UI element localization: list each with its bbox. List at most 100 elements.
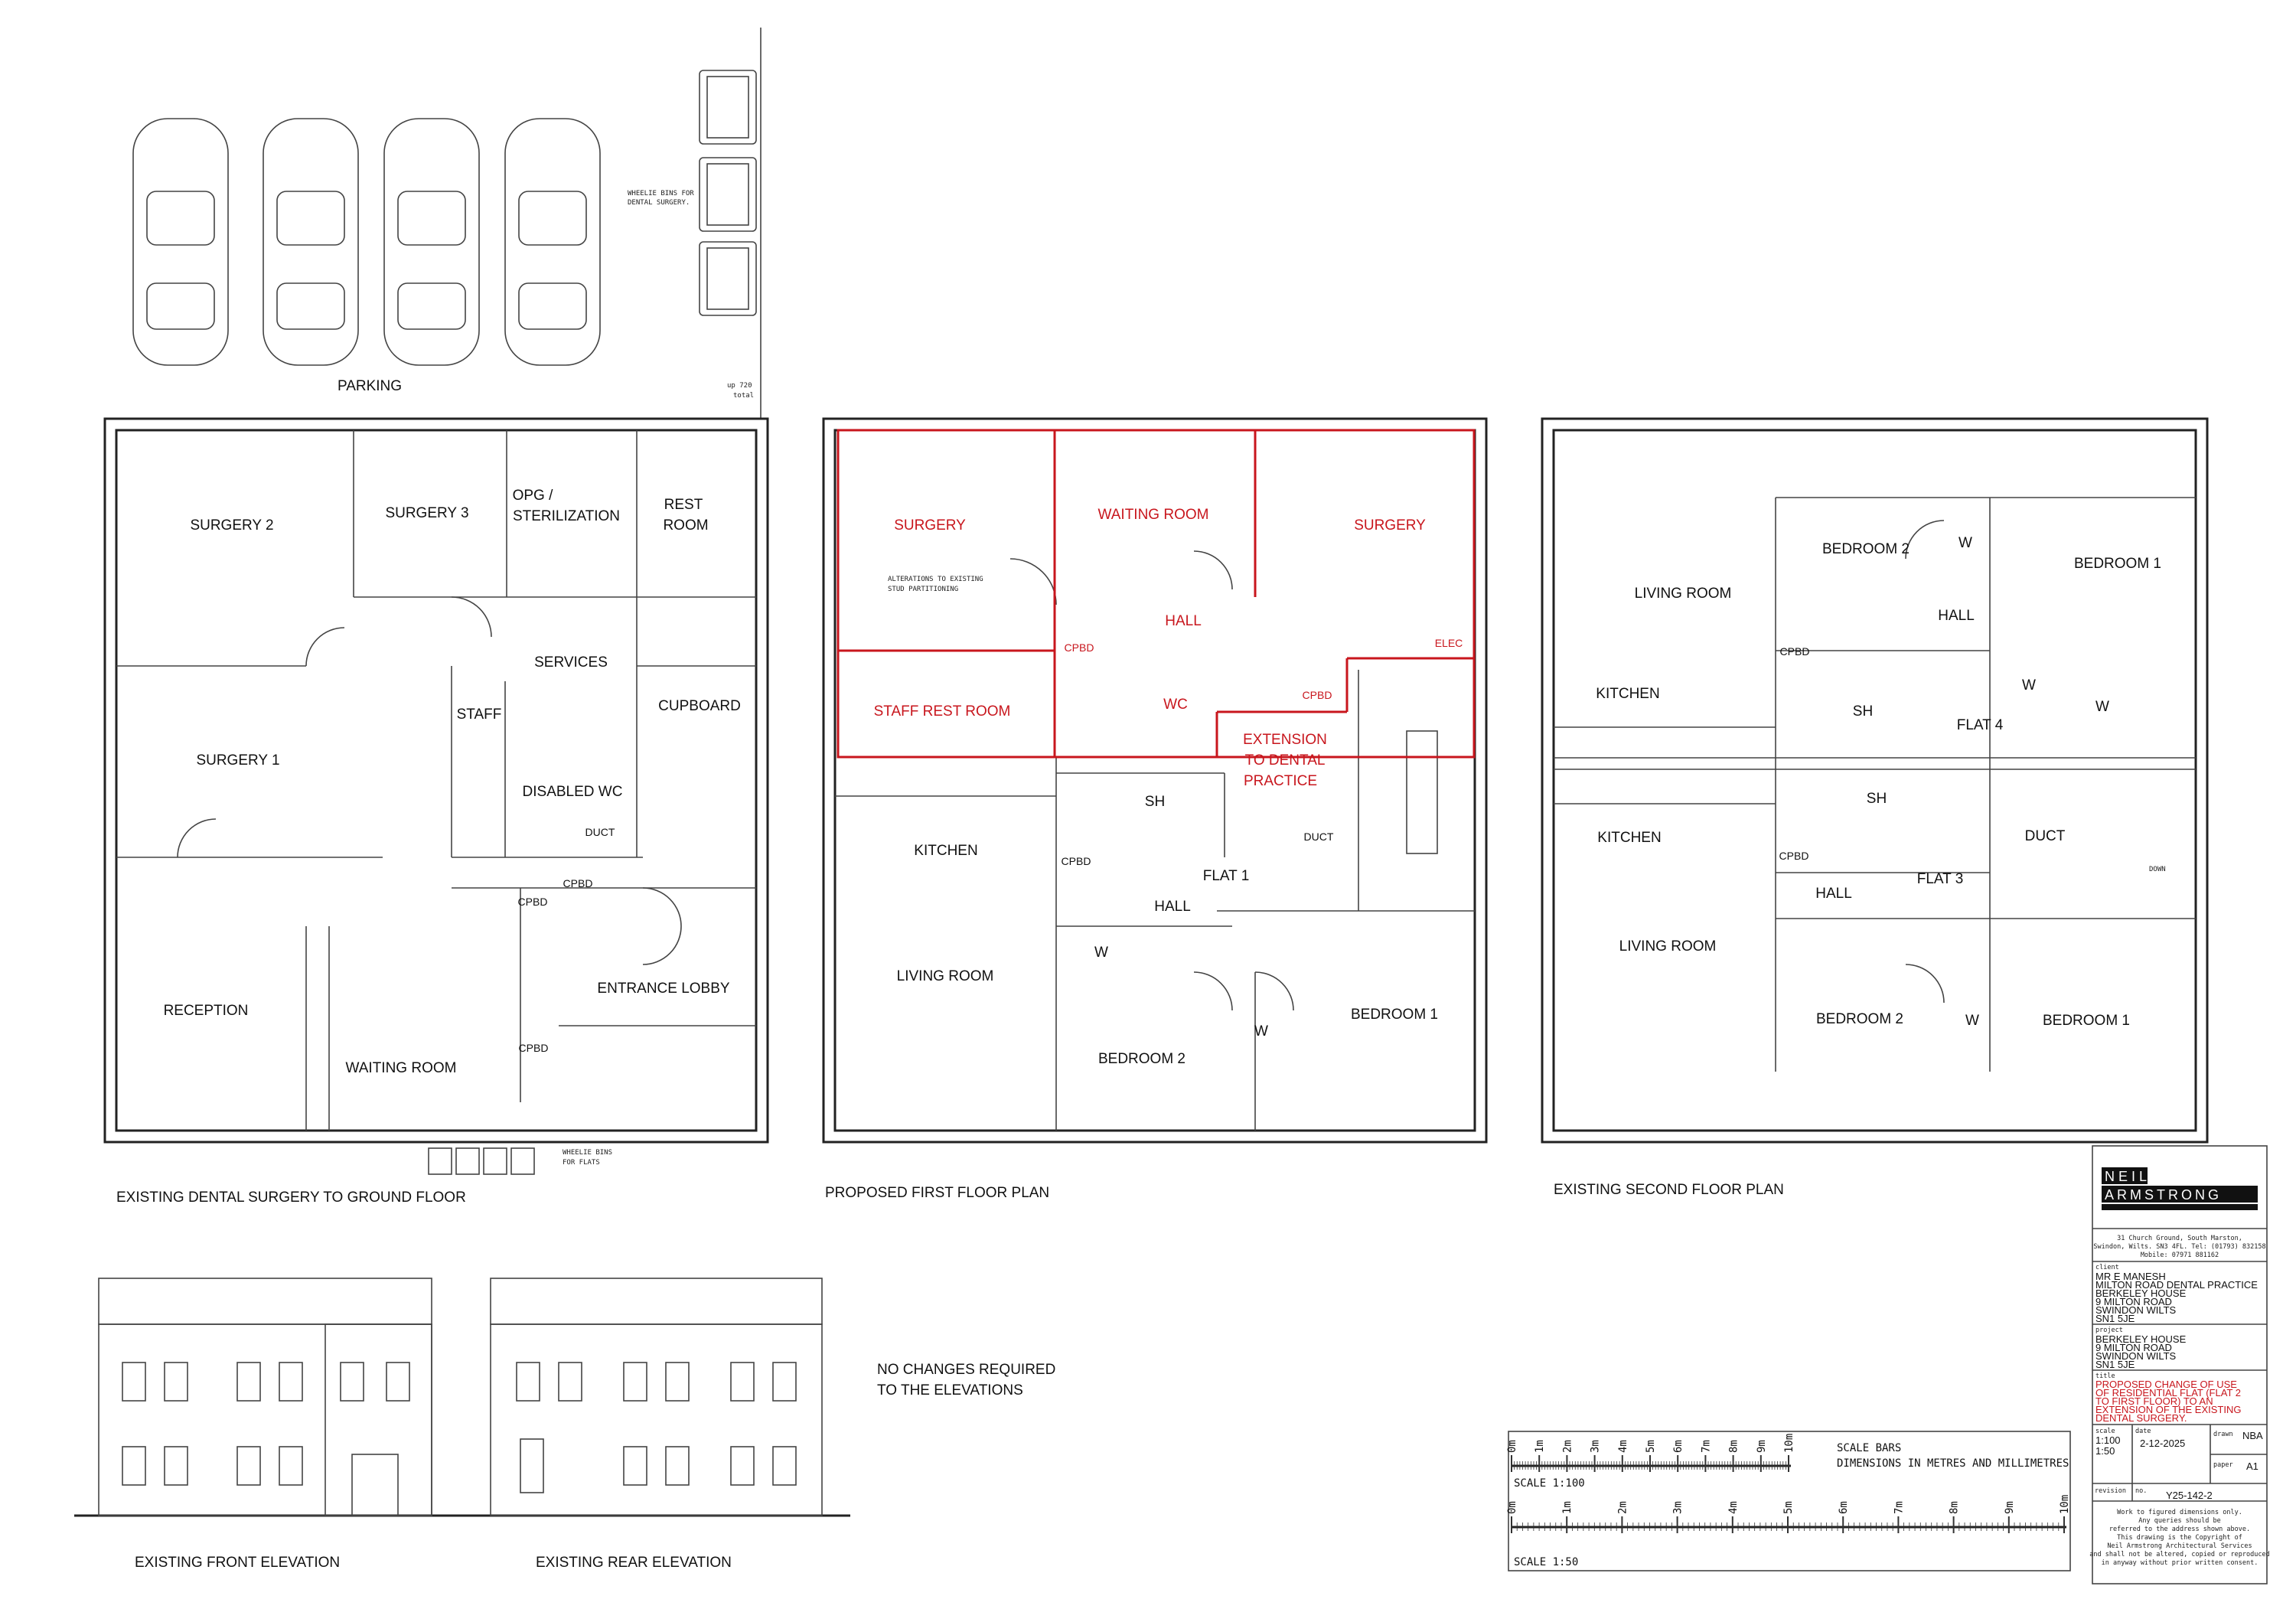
scale-tick-label: 1m — [1534, 1440, 1546, 1453]
company-address: 31 Church Ground, South Marston, — [2117, 1235, 2242, 1242]
svg-text:1:50: 1:50 — [2095, 1445, 2115, 1457]
scale-tick-label: 0m — [1506, 1440, 1518, 1453]
svg-text:9 MILTON ROAD: 9 MILTON ROAD — [2095, 1342, 2172, 1353]
drawing-number: Y25-142-2 — [2166, 1490, 2213, 1501]
svg-text:client: client — [2095, 1264, 2119, 1271]
flats-bins-note: WHEELIE BINS — [563, 1149, 612, 1157]
svg-text:TO FIRST FLOOR) TO AN: TO FIRST FLOOR) TO AN — [2095, 1395, 2213, 1407]
room-bedroom-1: BEDROOM 1 — [2074, 556, 2161, 572]
scale-tick-label: 5m — [1782, 1501, 1795, 1514]
elevations-note: NO CHANGES REQUIRED — [877, 1362, 1055, 1378]
svg-text:ARMSTRONG: ARMSTRONG — [2105, 1187, 2222, 1203]
front-elevation — [98, 1278, 432, 1516]
room-sh: SH — [1867, 791, 1887, 807]
room-hall: HALL — [1154, 899, 1191, 915]
room-kitchen: KITCHEN — [1596, 686, 1659, 702]
scale-tick-label: 4m — [1617, 1440, 1629, 1453]
svg-text:in anyway without prior writte: in anyway without prior written consent. — [2102, 1559, 2258, 1567]
svg-text:NEIL: NEIL — [2105, 1169, 2151, 1184]
room-w: W — [2022, 677, 2036, 694]
room-living-room: LIVING ROOM — [1635, 586, 1732, 602]
svg-text:TO THE ELEVATIONS: TO THE ELEVATIONS — [877, 1382, 1023, 1398]
scale-tick-label: 0m — [1506, 1501, 1518, 1514]
room-cpbd: CPBD — [1065, 641, 1094, 654]
svg-text:TO DENTAL: TO DENTAL — [1245, 752, 1326, 769]
ground-floor-plan: SURGERY 2 SURGERY 3 OPG / STERILIZATION … — [103, 417, 769, 1206]
disclaimer: Work to figured dimensions only. Any que… — [2089, 1509, 2269, 1567]
room-living-room: LIVING ROOM — [897, 968, 994, 984]
drawn-by: NBA — [2242, 1430, 2263, 1441]
svg-text:MILTON ROAD DENTAL PRACTICE: MILTON ROAD DENTAL PRACTICE — [2095, 1279, 2258, 1291]
svg-text:SWINDON WILTS: SWINDON WILTS — [2095, 1350, 2177, 1362]
scale-tick-label: 3m — [1590, 1440, 1602, 1453]
title-block: NEIL ARMSTRONG 31 Church Ground, South M… — [2089, 1145, 2270, 1584]
scale-bars-subtitle: DIMENSIONS IN METRES AND MILLIMETRES — [1837, 1457, 2069, 1470]
room-bedroom-2: BEDROOM 2 — [1098, 1051, 1186, 1067]
room-waiting-room: WAITING ROOM — [346, 1060, 457, 1076]
ramp-note: up 720 — [727, 382, 752, 390]
room-sterilization: STERILIZATION — [513, 508, 620, 524]
room-cpbd: CPBD — [518, 896, 548, 908]
room-rest: REST — [664, 497, 703, 513]
svg-text:FOR FLATS: FOR FLATS — [563, 1159, 600, 1167]
svg-text:This drawing is the Copyright: This drawing is the Copyright of — [2117, 1534, 2242, 1542]
room-duct: DUCT — [585, 826, 615, 838]
room-hall: HALL — [1815, 886, 1852, 902]
scale-50-label: SCALE 1:50 — [1514, 1556, 1578, 1568]
svg-text:project: project — [2095, 1327, 2123, 1334]
svg-text:and shall not be altered, copi: and shall not be altered, copied or repr… — [2089, 1551, 2269, 1558]
rear-elevation — [490, 1278, 823, 1516]
room-surgery: SURGERY — [1354, 517, 1426, 534]
scale-tick-label: 9m — [2004, 1501, 2016, 1514]
room-duct: DUCT — [2025, 828, 2066, 844]
flat-4-label: FLAT 4 — [1957, 717, 2004, 733]
room-surgery-1: SURGERY 1 — [196, 752, 279, 769]
scale-tick-label: 7m — [1700, 1440, 1712, 1453]
svg-text:Any queries should be: Any queries should be — [2138, 1517, 2220, 1525]
scale-tick-label: 6m — [1672, 1440, 1684, 1453]
room-w: W — [1094, 945, 1108, 961]
room-cpbd: CPBD — [1780, 645, 1810, 658]
second-floor-caption: EXISTING SECOND FLOOR PLAN — [1554, 1182, 1784, 1198]
room-cpbd: CPBD — [1303, 689, 1332, 701]
paper-size: A1 — [2246, 1460, 2258, 1472]
scale-tick-label: 4m — [1727, 1501, 1740, 1514]
room-disabled-wc: DISABLED WC — [523, 784, 623, 800]
scale-tick-label: 9m — [1756, 1440, 1768, 1453]
room-surgery-3: SURGERY 3 — [385, 505, 468, 521]
client-name: MR E MANESH — [2095, 1271, 2166, 1282]
first-floor-plan: ALTERATIONS TO EXISTING STUD PARTITIONIN… — [822, 417, 1488, 1201]
scale-tick-label: 5m — [1645, 1440, 1657, 1453]
ground-floor-caption: EXISTING DENTAL SURGERY TO GROUND FLOOR — [116, 1190, 466, 1206]
drawing-title: PROPOSED CHANGE OF USE — [2095, 1379, 2237, 1390]
car-icon — [132, 118, 601, 366]
scale-tick-label: 8m — [1949, 1501, 1961, 1514]
svg-text:PRACTICE: PRACTICE — [1244, 773, 1317, 789]
room-wc: WC — [1163, 697, 1188, 713]
svg-text:drawn: drawn — [2213, 1431, 2233, 1438]
svg-text:DENTAL SURGERY.: DENTAL SURGERY. — [628, 199, 690, 207]
room-staff-rest-room: STAFF REST ROOM — [874, 703, 1011, 720]
svg-text:Swindon, Wilts. SN3 4FL. Tel:: Swindon, Wilts. SN3 4FL. Tel: (01793) 83… — [2093, 1243, 2265, 1251]
svg-text:total: total — [733, 392, 754, 400]
svg-text:no.: no. — [2135, 1487, 2147, 1495]
scale-tick-label: 2m — [1561, 1440, 1574, 1453]
room-cupboard: CUPBOARD — [658, 698, 741, 714]
scale-tick-label: 3m — [1672, 1501, 1684, 1514]
svg-text:title: title — [2095, 1372, 2115, 1380]
svg-text:STUD PARTITIONING: STUD PARTITIONING — [888, 586, 958, 593]
svg-text:revision: revision — [2095, 1487, 2126, 1495]
company-logo: NEIL ARMSTRONG — [2102, 1167, 2258, 1210]
room-hall: HALL — [1938, 608, 1975, 624]
scale-tick-label: 6m — [1838, 1501, 1850, 1514]
room-bedroom-2: BEDROOM 2 — [1816, 1011, 1903, 1027]
svg-text:9 MILTON ROAD: 9 MILTON ROAD — [2095, 1296, 2172, 1307]
svg-text:SN1 5JE: SN1 5JE — [2095, 1359, 2135, 1370]
scale-tick-label: 2m — [1616, 1501, 1629, 1514]
room-w: W — [1965, 1013, 1979, 1029]
first-floor-caption: PROPOSED FIRST FLOOR PLAN — [825, 1185, 1049, 1201]
room-hall: HALL — [1165, 613, 1202, 629]
svg-text:Neil Armstrong Architectural S: Neil Armstrong Architectural Services — [2107, 1542, 2252, 1550]
room-bedroom-1: BEDROOM 1 — [2043, 1013, 2130, 1029]
